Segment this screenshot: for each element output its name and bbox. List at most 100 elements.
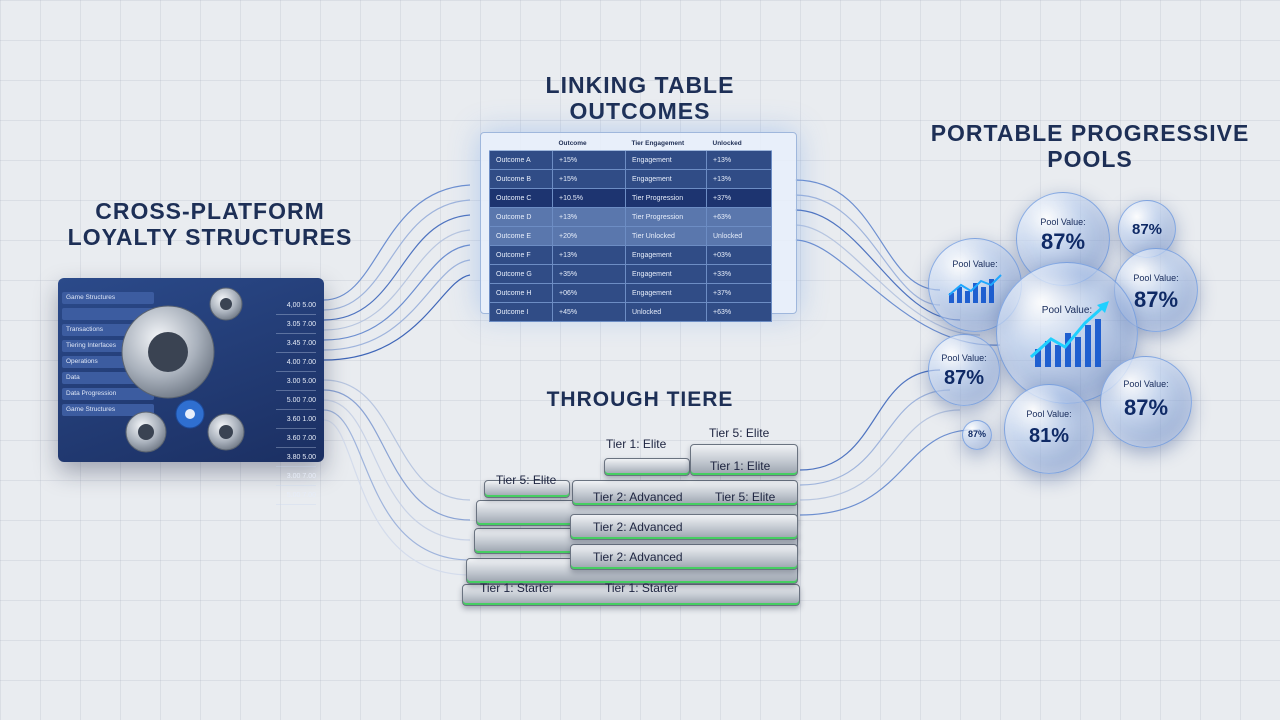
cross-platform-heading: CROSS-PLATFORM LOYALTY STRUCTURES <box>67 198 353 251</box>
dashboard-value: 5.00 7.00 <box>276 393 316 410</box>
table-cell: Outcome E <box>489 226 553 246</box>
table-cell: +33% <box>706 264 772 284</box>
pool-bubble: Pool Value: 87% <box>928 334 1000 406</box>
table-cell: Outcome A <box>489 150 553 170</box>
menu-item[interactable]: Game Structures <box>62 292 154 304</box>
table-body: Outcome A+15%Engagement+13%Outcome B+15%… <box>489 150 772 322</box>
table-cell: Engagement <box>625 283 707 303</box>
tier-block <box>572 480 798 506</box>
table-cell: +06% <box>552 283 626 303</box>
portable-pools-heading: PORTABLE PROGRESSIVE POOLS <box>930 120 1250 173</box>
pool-value: 87% <box>943 367 985 389</box>
pool-label: Pool Value: <box>1123 379 1169 389</box>
tier-label: Tier 2: Advanced <box>593 490 683 504</box>
dashboard-value: 3.45 7.00 <box>276 336 316 353</box>
pool-label: Pool Value: <box>1133 273 1179 283</box>
table-cell: +37% <box>706 283 772 303</box>
table-cell: Outcome H <box>489 283 553 303</box>
tier-label: Tier 1: Starter <box>605 581 678 595</box>
table-row: Outcome C+10.5%Tier Progression+37% <box>489 188 772 208</box>
table-cell: Tier Unlocked <box>625 226 707 246</box>
column-header: Tier Engagement <box>625 136 707 151</box>
tiers-heading: THROUGH TIERE <box>546 388 734 411</box>
dashboard-value: 3.60 7.00 <box>276 431 316 448</box>
tier-block <box>604 458 690 476</box>
table-row: Outcome F+13%Engagement+03% <box>489 245 772 265</box>
table-cell: +15% <box>552 150 626 170</box>
pool-value: 87% <box>1040 229 1086 254</box>
pool-bubble: Pool Value: <box>928 238 1022 332</box>
table-cell: Outcome B <box>489 169 553 189</box>
pool-label: Pool Value: <box>952 259 998 269</box>
column-header <box>489 136 553 151</box>
table-cell: Unlocked <box>625 302 707 322</box>
growth-chart-icon <box>948 274 1002 303</box>
dashboard-value: 3.60 1.00 <box>276 412 316 429</box>
table-row: Outcome G+35%Engagement+33% <box>489 264 772 284</box>
tier-label: Tier 1: Elite <box>710 459 771 473</box>
pool-bubble: Pool Value: 81% <box>1004 384 1094 474</box>
pool-label: Pool Value: <box>1040 217 1086 227</box>
gears-icon <box>121 287 245 453</box>
table-cell: Engagement <box>625 150 707 170</box>
dashboard-value: 3.05 7.00 <box>276 317 316 334</box>
dashboard-value: 4.00 7.00 <box>276 355 316 372</box>
table-cell: Engagement <box>625 245 707 265</box>
tier-block <box>690 444 798 476</box>
column-header: Unlocked <box>706 136 772 151</box>
table-cell: +63% <box>706 302 772 322</box>
table-row: Outcome D+13%Tier Progression+63% <box>489 207 772 227</box>
table-cell: Outcome G <box>489 264 553 284</box>
tier-block <box>484 480 570 498</box>
table-row: Outcome B+15%Engagement+13% <box>489 169 772 189</box>
table-cell: Outcome D <box>489 207 553 227</box>
tier-block <box>570 514 798 540</box>
tier-block <box>570 544 798 570</box>
pool-label: Pool Value: <box>941 353 987 363</box>
menu-item[interactable]: Data Progression <box>62 388 154 400</box>
table-cell: Outcome F <box>489 245 553 265</box>
menu-item[interactable] <box>62 308 154 320</box>
table-cell: +13% <box>706 169 772 189</box>
tier-label: Tier 2: Advanced <box>593 520 683 534</box>
tier-label: Tier 2: Advanced <box>593 550 683 564</box>
dashboard-value: 5.00 7.00 <box>276 488 316 505</box>
table-cell: Outcome C <box>489 188 553 208</box>
pool-value: 87% <box>967 429 986 439</box>
table-cell: Engagement <box>625 169 707 189</box>
pool-value: 87% <box>1123 395 1169 420</box>
table-row: Outcome A+15%Engagement+13% <box>489 150 772 170</box>
pool-value: 81% <box>1028 425 1070 447</box>
table-row: Outcome H+06%Engagement+37% <box>489 283 772 303</box>
tier-block <box>462 584 800 606</box>
pool-bubble: 87% <box>962 420 992 450</box>
table-cell: +37% <box>706 188 772 208</box>
table-cell: Unlocked <box>706 226 772 246</box>
pool-label: Pool Value: <box>1026 409 1072 419</box>
table-cell: +10.5% <box>552 188 626 208</box>
table-cell: +15% <box>552 169 626 189</box>
table-cell: +03% <box>706 245 772 265</box>
table-cell: +13% <box>552 245 626 265</box>
table-cell: +13% <box>552 207 626 227</box>
table-cell: Tier Progression <box>625 188 707 208</box>
menu-item[interactable]: Game Structures <box>62 404 154 416</box>
pool-value: 87% <box>1133 287 1179 312</box>
table-row: Outcome I+45%Unlocked+63% <box>489 302 772 322</box>
tier-label: Tier 1: Starter <box>480 581 553 595</box>
table-cell: +20% <box>552 226 626 246</box>
table-cell: Engagement <box>625 264 707 284</box>
dashboard-value: 3.00 5.00 <box>276 374 316 391</box>
table-cell: Outcome I <box>489 302 553 322</box>
dashboard-value: 3.00 7.00 <box>276 469 316 486</box>
tier-label: Tier 5: Elite <box>715 490 776 504</box>
tier-label: Tier 5: Elite <box>709 426 770 440</box>
linking-table-heading: LINKING TABLE OUTCOMES <box>545 72 735 125</box>
